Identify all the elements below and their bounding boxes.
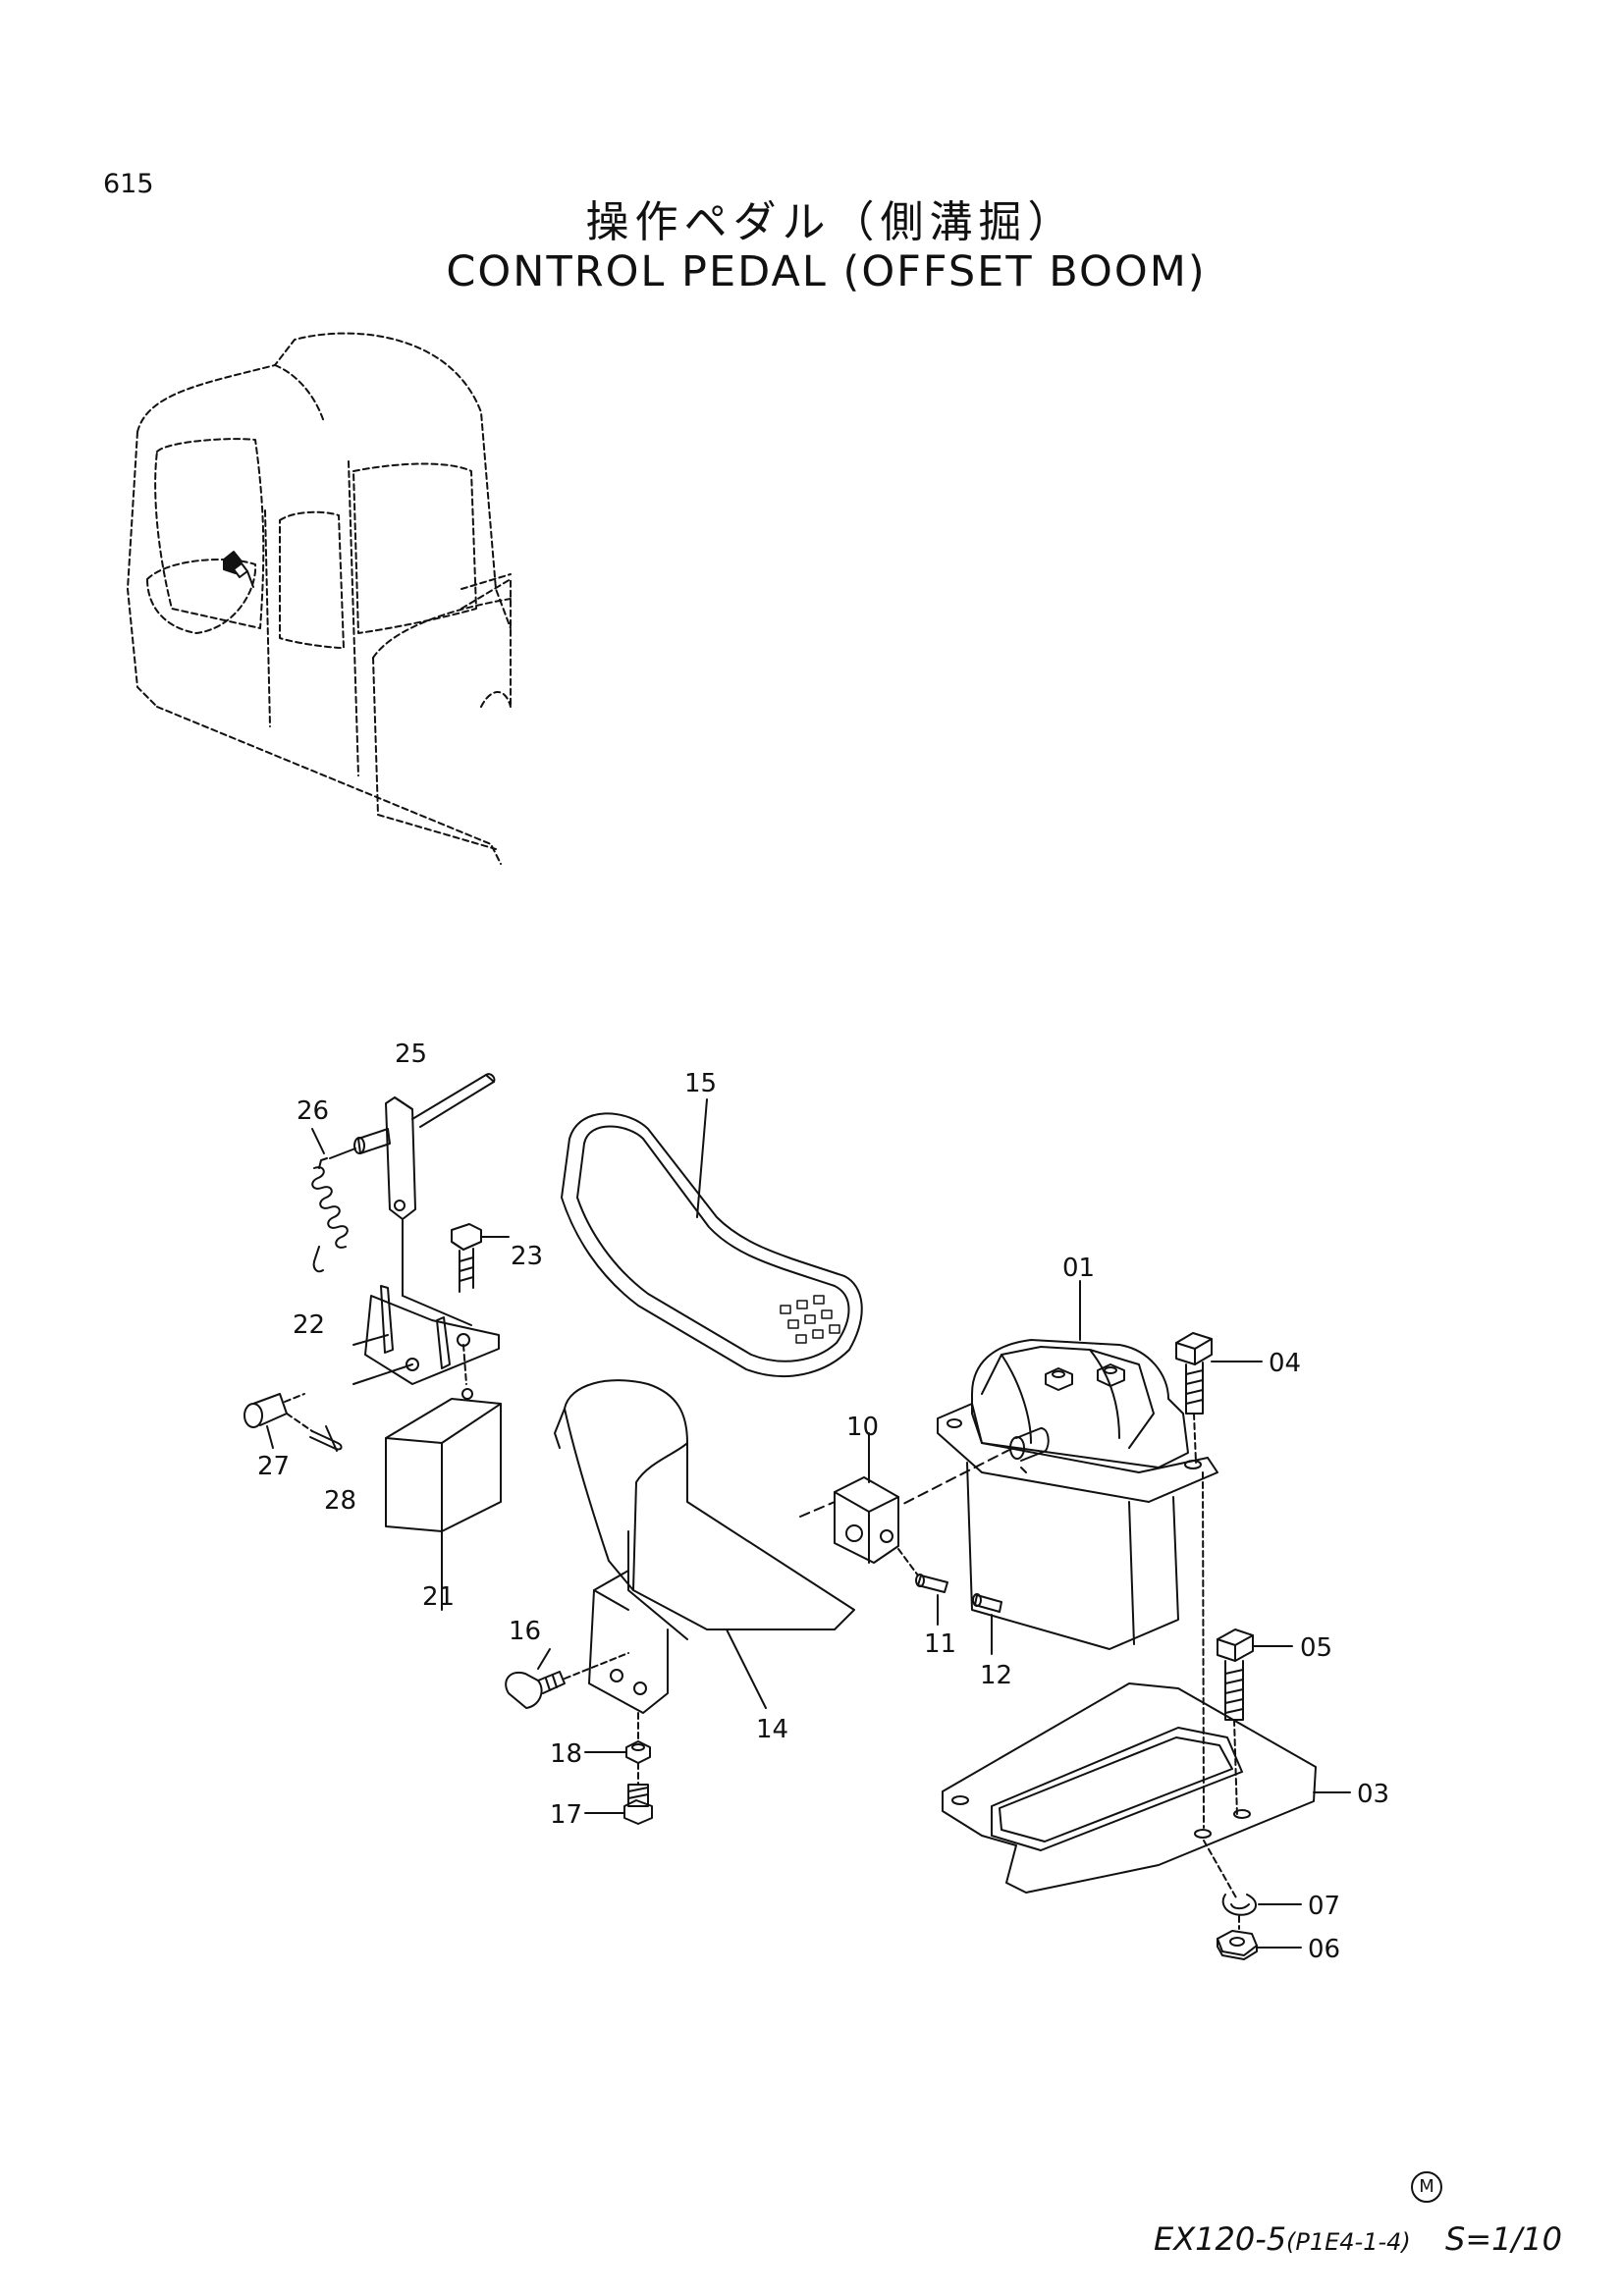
callout-27: 27 [257,1452,290,1481]
title-japanese: 操作ペダル（側溝掘） [585,197,1077,247]
callout-04: 04 [1269,1349,1301,1378]
part-27-pin [243,1393,305,1428]
part-21-cover [385,1388,502,1572]
part-01-valve [902,1280,1218,1650]
part-23-bolt [451,1223,510,1293]
callout-28: 28 [324,1486,356,1516]
leader-27 [266,1425,274,1449]
title-english: CONTROL PEDAL (OFFSET BOOM) [446,247,1207,296]
part-17-bolt [584,1762,653,1825]
callout-16: 16 [509,1617,541,1646]
part-15-pedal-pad [561,1098,863,1377]
callout-11: 11 [924,1629,956,1659]
part-10-block [799,1432,899,1564]
callout-17: 17 [550,1800,582,1830]
leader-16 [537,1648,551,1670]
callout-06: 06 [1308,1935,1340,1964]
callout-14: 14 [756,1715,788,1744]
drawing-scale: S=1/10 [1445,2220,1562,2258]
page-reference: (P1E4-1-4) [1286,2228,1411,2256]
part-06-nut [1217,1930,1302,1960]
part-11-pin [897,1548,948,1626]
callout-23: 23 [511,1242,543,1271]
part-26-pin-spring [311,1128,391,1273]
callout-03: 03 [1357,1780,1389,1809]
callout-05: 05 [1300,1633,1332,1663]
callout-18: 18 [550,1739,582,1769]
part-03-plate [942,1471,1351,1900]
part-22-bracket [352,1285,500,1385]
leader-28 [325,1425,338,1452]
callout-07: 07 [1308,1892,1340,1921]
part-07-washer [1221,1894,1302,1930]
model-number: EX120-5 [1154,2220,1287,2258]
part-18-nut [584,1712,651,1764]
manual-mark-icon: M [1411,2171,1442,2203]
callout-12: 12 [980,1661,1012,1690]
part-14-pedal [554,1379,855,1714]
callout-25: 25 [395,1040,427,1069]
callout-10: 10 [846,1413,879,1442]
cab-pedal-mark [223,551,254,588]
callout-21: 21 [422,1582,455,1612]
page-number: 615 [103,169,154,199]
callout-22: 22 [293,1310,325,1340]
leader-26 [311,1128,325,1154]
part-25-lever [385,1073,496,1297]
part-12-pin [972,1593,1002,1655]
part-04-bolt [1175,1332,1263,1464]
part-16-bolt [505,1652,629,1709]
callout-01: 01 [1062,1254,1095,1283]
part-05-bolt [1217,1629,1293,1817]
cab-locator-sketch [127,332,512,865]
callout-15: 15 [684,1069,717,1098]
callout-26: 26 [297,1096,329,1126]
